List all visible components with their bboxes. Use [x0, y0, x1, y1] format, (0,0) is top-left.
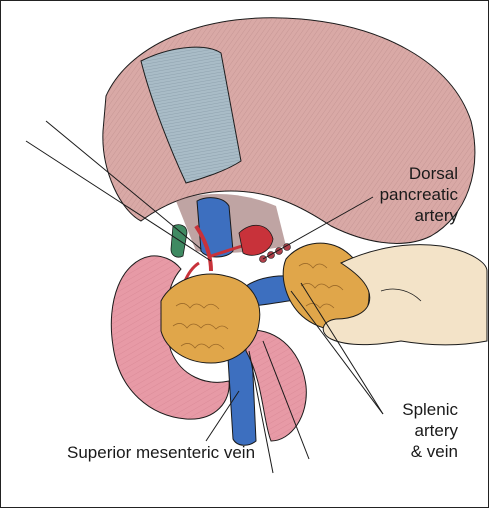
- label-splenic-artery-vein: Splenic artery & vein: [402, 399, 458, 462]
- bile-duct: [170, 224, 188, 258]
- hepatic-artery: [194, 224, 213, 272]
- label-line: Splenic: [402, 400, 458, 419]
- label-dorsal-pancreatic-artery: Dorsal pancreatic artery: [380, 163, 458, 226]
- label-line: artery: [414, 206, 458, 225]
- portal-vein: [196, 197, 234, 258]
- pancreas-head: [160, 273, 261, 364]
- label-line: artery: [414, 421, 458, 440]
- surgeon-hand: [322, 244, 488, 346]
- label-line: Dorsal: [408, 164, 458, 183]
- label-superior-mesenteric-vein: Superior mesenteric vein: [67, 443, 256, 462]
- label-line: pancreatic: [379, 185, 458, 204]
- label-line: & vein: [410, 442, 458, 461]
